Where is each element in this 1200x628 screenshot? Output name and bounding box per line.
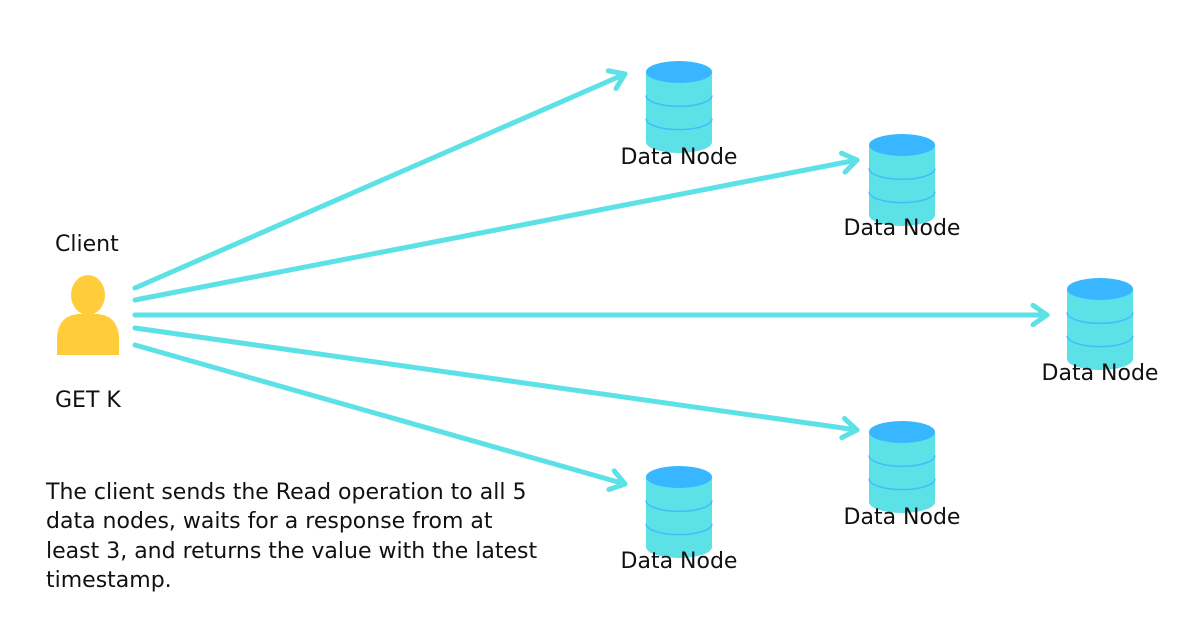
database-icon-node-1 [645,61,713,153]
arrowhead [606,468,628,492]
db-band-line [645,523,713,536]
db-band-line [645,95,713,108]
db-top [646,61,712,83]
db-body [646,477,712,558]
db-band-line [645,500,713,513]
db-band-line [645,118,713,131]
arrowhead [605,68,628,91]
client-icon [57,275,119,355]
node-label-1: Data Node [620,145,738,170]
arrow-to-node-1 [132,68,628,291]
database-icon-node-2 [868,134,936,226]
data-nodes [645,61,1134,558]
database-icon-node-5 [645,466,713,558]
db-band-line [868,191,936,204]
arrow-to-node-3 [132,302,1050,328]
db-body [646,72,712,153]
arrow-line [132,157,860,303]
client-label: Client [55,232,119,257]
db-band-line [1066,335,1134,348]
database-icon-node-3 [1066,278,1134,370]
arrowhead [839,415,860,441]
arrow-to-node-2 [132,150,860,303]
db-top [646,466,712,488]
db-band-line [868,478,936,491]
arrow-line [132,71,628,291]
node-label-2: Data Node [843,216,961,241]
db-body [869,432,935,513]
db-band-line [868,168,936,181]
db-band-line [868,455,936,468]
client-operation: GET K [55,388,121,413]
request-arrows [132,68,1050,492]
db-top [1067,278,1133,300]
arrow-line [132,325,860,433]
arrow-to-node-5 [132,342,628,492]
db-top [869,421,935,443]
arrowhead [1030,302,1050,328]
arrow-line [132,342,628,487]
node-label-4: Data Node [843,505,961,530]
client-body [57,314,119,355]
database-icon-node-4 [868,421,936,513]
db-body [1067,289,1133,370]
description-text: The client sends the Read operation to a… [46,480,538,593]
client-head [71,275,105,315]
node-label-5: Data Node [620,549,738,574]
arrowhead [838,150,860,175]
db-band-line [1066,312,1134,325]
db-top [869,134,935,156]
node-label-3: Data Node [1041,361,1159,386]
db-body [869,145,935,226]
arrow-to-node-4 [132,325,860,441]
